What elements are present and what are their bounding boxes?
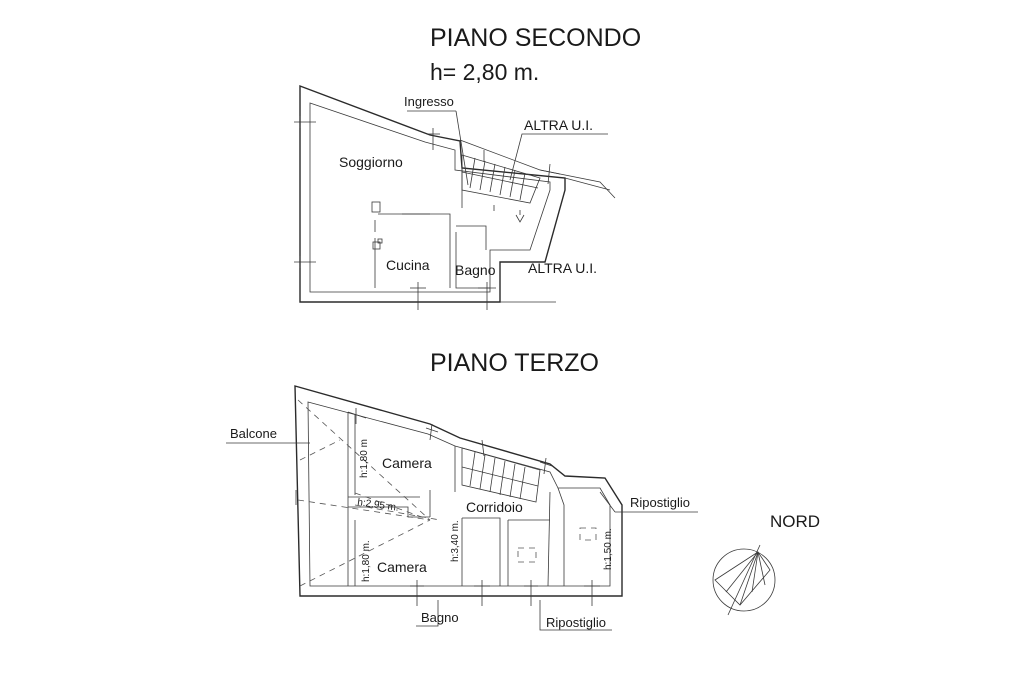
north-label: NORD <box>770 512 820 531</box>
north-compass: NORD <box>712 512 820 616</box>
kitchen-fixture <box>371 201 381 213</box>
room-label-bathroom: Bagno <box>455 262 496 278</box>
room-label-storage-bottom: Ripostiglio <box>546 615 606 630</box>
third-floor-windows <box>347 408 600 606</box>
other-unit-outline <box>459 139 616 199</box>
second-floor-stairs <box>461 154 541 204</box>
compass-circle <box>712 548 776 612</box>
bathroom-wall <box>455 232 490 289</box>
height-storage: h:1,50 m. <box>603 528 614 570</box>
room-label-kitchen: Cucina <box>386 257 430 273</box>
third-floor-stairs <box>461 447 541 503</box>
room-label-corridor: Corridoio <box>466 499 523 515</box>
room-label-balcony: Balcone <box>230 426 277 441</box>
third-floor-title: PIANO TERZO <box>430 349 599 377</box>
height-diagonal: h:2,95 m. <box>357 497 400 514</box>
room-label-living: Soggiorno <box>339 154 403 170</box>
height-bedroom-top: h:1,80 m <box>359 439 370 478</box>
second-floor-outer-wall <box>299 84 566 303</box>
other-unit-top-label: ALTRA U.I. <box>524 117 593 133</box>
third-floor-outer-wall <box>294 385 623 597</box>
second-floor-inner-wall <box>309 102 551 293</box>
second-floor-plan: PIANO SECONDO h= 2,80 m. <box>294 24 641 310</box>
second-floor-title: PIANO SECONDO <box>430 24 641 52</box>
third-floor-plan: PIANO TERZO <box>226 349 698 631</box>
second-floor-windows <box>294 116 561 310</box>
room-label-bedroom-bottom: Camera <box>377 559 427 575</box>
room-label-bedroom-top: Camera <box>382 455 432 471</box>
second-floor-height: h= 2,80 m. <box>430 59 539 85</box>
third-floor-inner-wall <box>307 401 611 587</box>
room-label-bathroom-third: Bagno <box>421 610 459 625</box>
height-corridor: h:3,40 m. <box>450 520 461 562</box>
room-label-entrance: Ingresso <box>404 94 454 109</box>
room-label-storage-right: Ripostiglio <box>630 495 690 510</box>
height-bedroom-bottom: h:1,80 m. <box>361 540 372 582</box>
other-unit-right-label: ALTRA U.I. <box>528 260 597 276</box>
